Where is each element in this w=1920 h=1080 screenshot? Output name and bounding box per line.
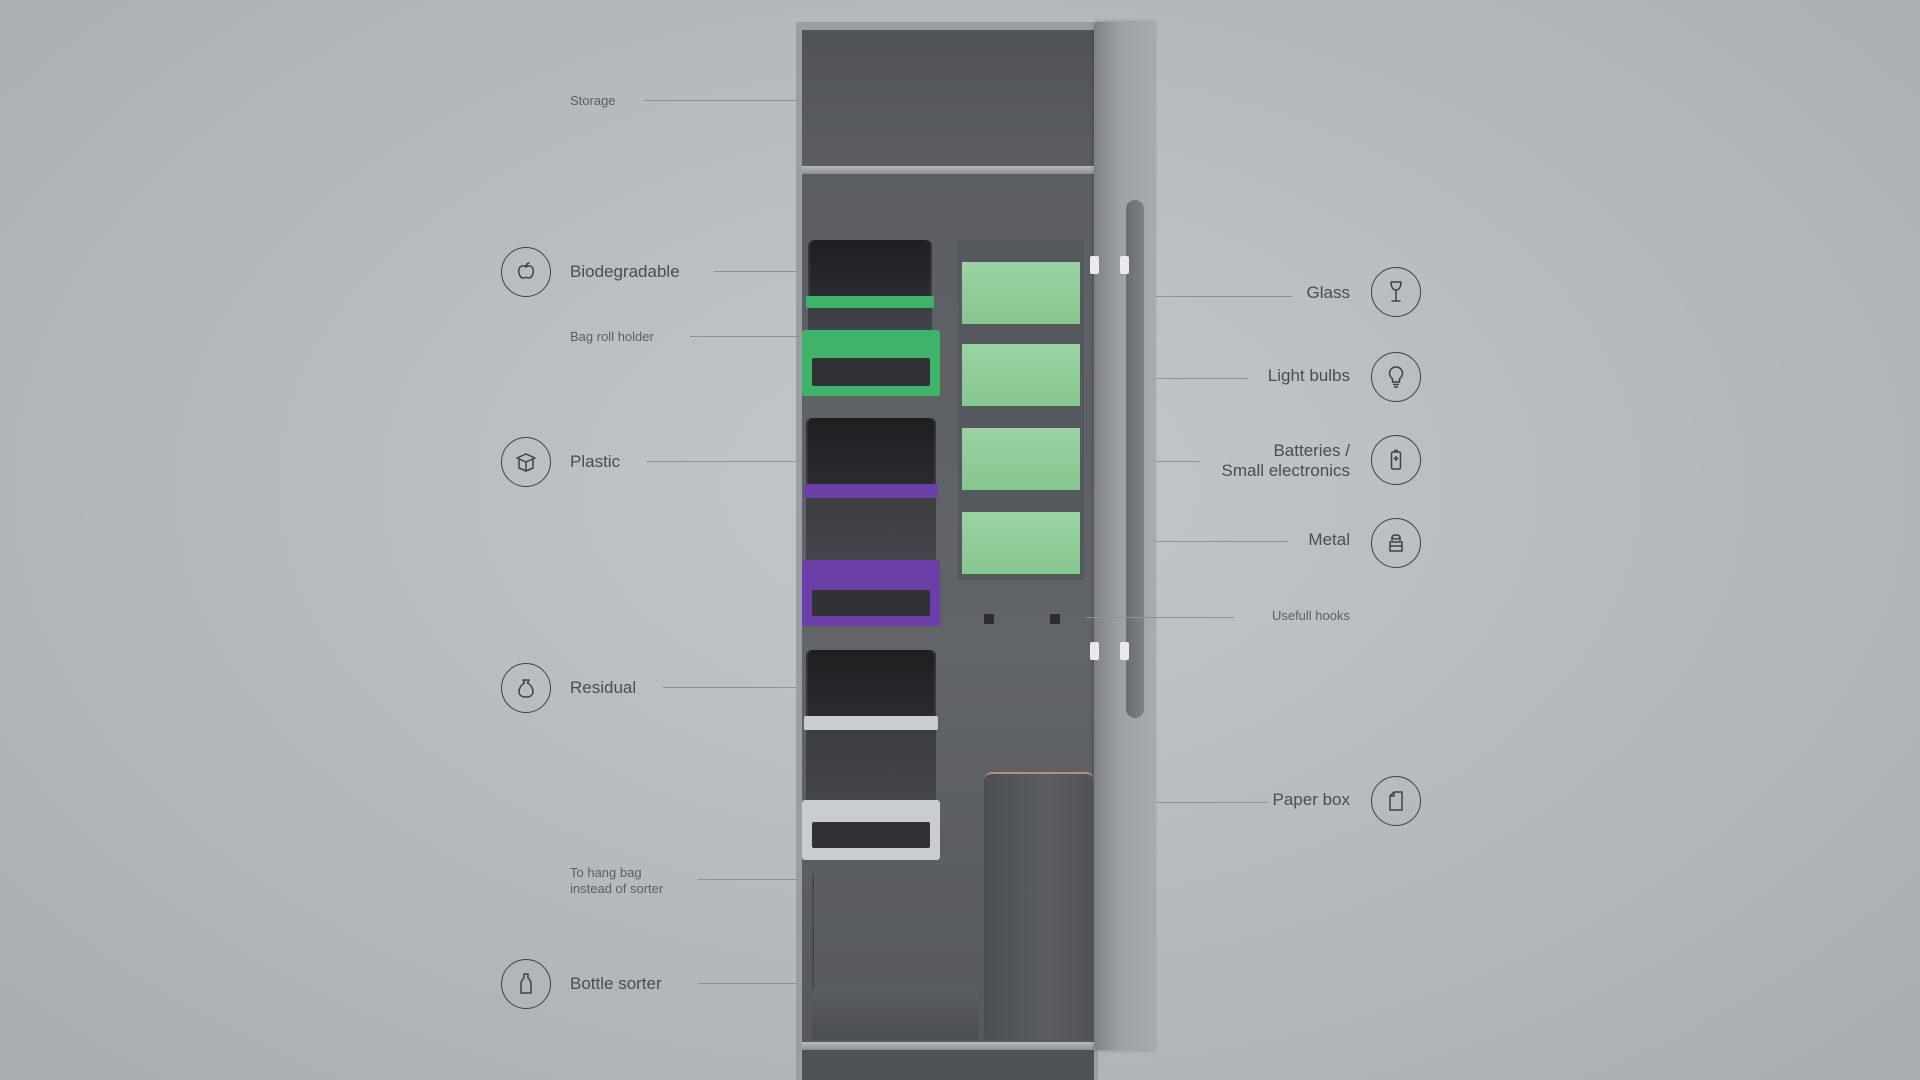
box-icon [501,437,551,487]
hinge [1090,256,1099,274]
leader-bottle-sorter [698,983,796,984]
label-hang-bag: To hang bag instead of sorter [570,865,663,897]
lightbulb-icon [1371,352,1421,402]
bottle-icon [501,959,551,1009]
leader-biodegradable [714,271,796,272]
biodegradable-bin-lid [810,240,930,296]
bottle-sorter [812,988,978,1040]
label-hang-bag-line2: instead of sorter [570,881,664,896]
plastic-band [804,484,938,498]
wine-glass-icon [1371,267,1421,317]
paper-box [984,772,1094,1040]
cabinet-floor [802,1042,1094,1050]
leader-hang-bag [698,879,796,880]
cabinet-plinth [802,1050,1094,1080]
hook [1050,614,1060,624]
bag-icon [501,663,551,713]
hinge [1120,256,1129,274]
leader-plastic [646,461,796,462]
label-biodegradable: Biodegradable [570,262,680,281]
leader-bag-roll-holder [690,336,800,337]
residual-band [804,716,938,730]
paper-icon [1371,776,1421,826]
label-bottle-sorter: Bottle sorter [570,974,662,993]
biodegradable-band [806,296,934,308]
label-residual: Residual [570,678,637,697]
label-hang-bag-line1: To hang bag [570,865,642,880]
can-icon [1371,518,1421,568]
apple-icon [501,247,551,297]
battery-icon [1371,435,1421,485]
hinge [1090,642,1099,660]
residual-bin-lid [808,650,934,716]
leader-usefull-hooks [1086,617,1234,618]
leader-paper-box [1156,802,1268,803]
label-batteries-line1: Batteries / [1273,441,1350,460]
storage-compartment [802,30,1094,166]
glass-tray [962,262,1080,324]
label-bag-roll-holder: Bag roll holder [570,329,654,344]
label-usefull-hooks: Usefull hooks [1271,608,1350,623]
hinge [1120,642,1129,660]
label-metal: Metal [1308,530,1350,549]
door-rail [1126,200,1144,718]
bag-roll-holder-slot [812,358,930,386]
leader-glass [1156,296,1292,297]
label-plastic: Plastic [570,452,621,471]
leader-light-bulbs [1156,378,1248,379]
label-paper-box: Paper box [1272,790,1351,809]
batteries-tray [962,428,1080,490]
leader-metal [1156,541,1288,542]
label-batteries-line2: Small electronics [1221,461,1351,480]
bag-hanging-rod [812,874,814,990]
label-storage: Storage [570,93,616,108]
metal-tray [962,512,1080,574]
storage-shelf [802,166,1094,174]
label-glass: Glass [1306,283,1350,302]
leader-batteries [1156,461,1200,462]
label-light-bulbs: Light bulbs [1267,366,1350,385]
light-bulbs-tray [962,344,1080,406]
plastic-frame-slot [812,590,930,616]
leader-storage [644,100,796,101]
label-batteries: Batteries / Small electronics [1200,441,1351,481]
leader-residual [663,687,796,688]
plastic-bin-lid [808,418,934,484]
residual-frame-slot [812,822,930,848]
hook [984,614,994,624]
